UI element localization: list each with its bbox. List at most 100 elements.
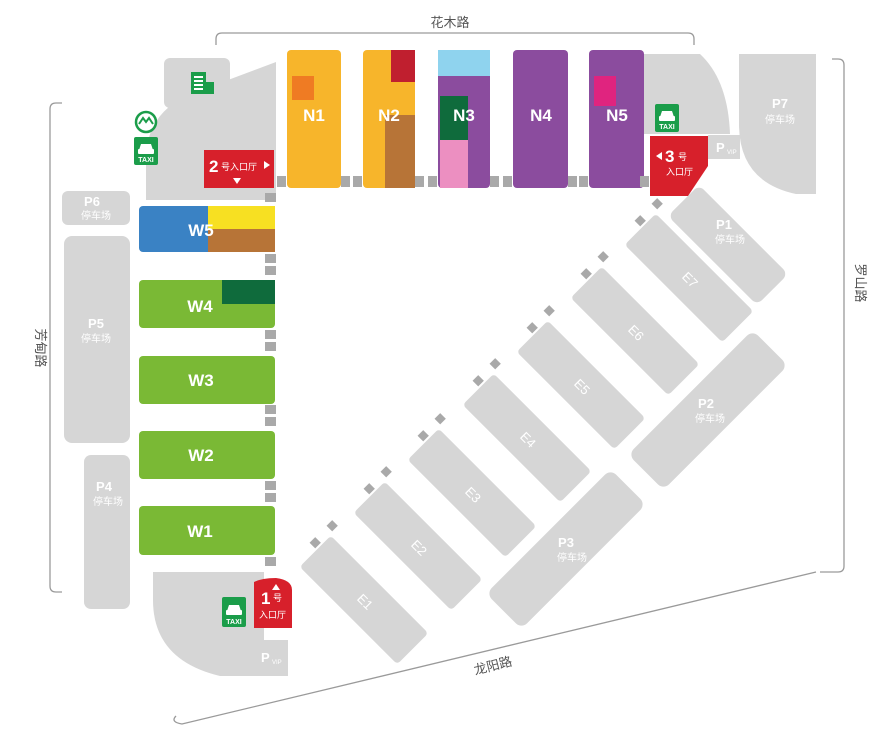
hall-n4[interactable]: N4: [513, 50, 568, 188]
parking-p6-shape: [62, 191, 130, 225]
hall-w3[interactable]: W3: [139, 356, 275, 404]
road-line-west: [49, 102, 62, 593]
road-label-east: 罗山路: [852, 263, 868, 302]
taxi-label: TAXI: [659, 124, 674, 131]
hall-e1-connector: [326, 520, 338, 532]
hall-connector: [415, 176, 424, 187]
hall-connector: [503, 176, 512, 187]
parking-p1: P1 停车场: [670, 187, 786, 303]
road-label-north: 花木路: [430, 15, 469, 31]
south-west-plaza: [153, 572, 264, 676]
hall-e5-connector: [543, 305, 555, 317]
hall-n2[interactable]: N2: [363, 50, 415, 188]
hall-n4-label: N4: [530, 106, 552, 125]
hall-n3-zone-green: [440, 96, 468, 140]
entrance-2-number: 2: [209, 157, 218, 176]
hall-connector: [341, 176, 350, 187]
hall-n2-zone-brown: [385, 115, 415, 188]
parking-p7: P7 停车场: [739, 54, 816, 194]
hall-connector: [277, 176, 286, 187]
hall-connector: [265, 405, 276, 414]
parking-p1-code: P1: [716, 217, 732, 232]
hall-n4-body: [513, 50, 568, 188]
parking-p4-code: P4: [96, 479, 113, 494]
hall-e2[interactable]: E2: [346, 466, 492, 612]
hall-w4-zone: [222, 280, 275, 304]
parking-p4-shape: [84, 455, 130, 609]
hall-e4[interactable]: E4: [455, 358, 601, 504]
hall-e3[interactable]: E3: [400, 413, 546, 559]
hall-e4-connector: [472, 375, 484, 387]
hall-connector: [579, 176, 588, 187]
hall-n5-label: N5: [606, 106, 628, 125]
hall-connector: [265, 557, 276, 566]
hall-w5[interactable]: W5: [139, 206, 275, 252]
entrance-1-body: [254, 578, 292, 628]
parking-p7-code: P7: [772, 96, 788, 111]
hall-n1[interactable]: N1: [287, 50, 341, 188]
hall-e2-connector: [380, 466, 392, 478]
parking-p6-label: 停车场: [81, 209, 111, 222]
hall-connector: [265, 481, 276, 490]
hall-connector: [490, 176, 499, 187]
parking-p2-code: P2: [698, 396, 714, 411]
hall-e7[interactable]: E7: [617, 198, 763, 344]
entrance-1[interactable]: 1 号 入口厅: [254, 578, 292, 628]
hall-e5[interactable]: E5: [509, 305, 655, 451]
hall-connector: [265, 342, 276, 351]
hall-connector: [640, 176, 649, 187]
west-connectors: [265, 193, 276, 566]
hall-e1[interactable]: E1: [292, 520, 438, 666]
parking-p2: P2 停车场: [631, 333, 785, 487]
hall-e1-body: [299, 535, 429, 665]
hall-n5[interactable]: N5: [589, 50, 644, 188]
road-line-east: [820, 58, 845, 573]
parking-p4-label: 停车场: [93, 495, 123, 508]
vip-parking-south-sub: VIP: [272, 660, 282, 666]
entrance-2-body: [204, 150, 274, 188]
road-line-north: [215, 32, 695, 45]
building-icon: [191, 72, 214, 94]
hall-n1-zone: [292, 76, 314, 100]
hall-e3-body: [407, 428, 537, 558]
hall-e6-body: [570, 266, 700, 396]
hall-w2[interactable]: W2: [139, 431, 275, 479]
hall-w1[interactable]: W1: [139, 506, 275, 555]
hall-n3-zone-sky: [438, 50, 490, 76]
west-halls: W5 W4 W3 W2 W1: [139, 206, 275, 555]
entrance-1-number: 1: [261, 589, 270, 608]
hall-connector: [428, 176, 437, 187]
hall-connector: [265, 330, 276, 339]
entrance-3[interactable]: 3 号 入口厅: [650, 136, 708, 196]
metro-icon: [134, 110, 158, 134]
hall-n3-label: N3: [453, 106, 475, 125]
hall-e3-connector: [434, 413, 446, 425]
hall-w3-body: [139, 356, 275, 404]
vip-parking-north-shape: [708, 135, 740, 159]
hall-e4-body: [462, 373, 592, 503]
entrance-3-number: 3: [665, 147, 674, 166]
north-connectors: [277, 176, 649, 187]
vip-parking-south: P VIP: [254, 640, 288, 676]
hall-w3-label: W3: [188, 371, 214, 390]
hall-connector: [353, 176, 362, 187]
hall-n2-label: N2: [378, 106, 400, 125]
parking-p2-label: 停车场: [695, 412, 725, 425]
entrance-3-body: [650, 136, 708, 196]
parking-p4: P4 停车场: [84, 455, 130, 609]
hall-w5-zone-yellow: [208, 206, 275, 229]
hall-connector: [265, 493, 276, 502]
parking-p3-code: P3: [558, 535, 574, 550]
hall-w4-label: W4: [187, 297, 213, 316]
hall-w4[interactable]: W4: [139, 280, 275, 328]
hall-w1-label: W1: [187, 522, 213, 541]
hall-n3[interactable]: N3: [438, 50, 490, 188]
hall-connector: [265, 193, 276, 202]
hall-e3-connector: [417, 430, 429, 442]
parking-p5: P5 停车场: [64, 236, 130, 443]
hall-w1-body: [139, 506, 275, 555]
entrance-2[interactable]: 2 号入口厅: [204, 150, 274, 188]
taxi-icon: TAXI: [655, 104, 679, 132]
